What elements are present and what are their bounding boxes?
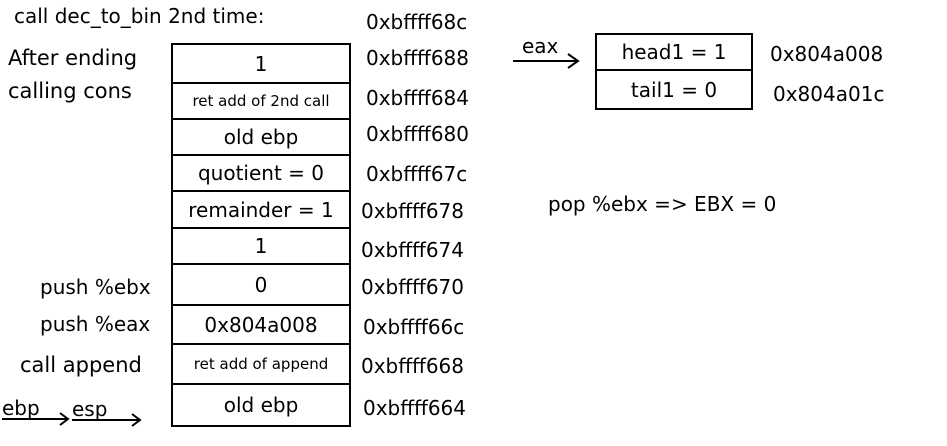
stack-address: 0xbffff684 <box>366 86 469 110</box>
push-ebx-label: push %ebx <box>40 275 151 299</box>
stack-address: 0xbffff670 <box>361 275 464 299</box>
ebp-pointer-label: ebp <box>2 396 40 420</box>
stack-address: 0xbffff674 <box>361 238 464 262</box>
list-node-head: head1 = 1 <box>595 33 753 71</box>
node-address: 0x804a008 <box>770 42 884 66</box>
eax-pointer-label: eax <box>522 34 559 58</box>
list-node-tail: tail1 = 0 <box>595 69 753 110</box>
stack-address: 0xbffff664 <box>363 396 466 420</box>
stack-address: 0xbffff67c <box>366 162 468 186</box>
stack-address: 0xbffff688 <box>366 46 469 70</box>
stack-address: 0xbffff668 <box>361 354 464 378</box>
esp-arrow-icon <box>72 413 142 427</box>
diagram-title: call dec_to_bin 2nd time: <box>14 4 265 28</box>
stack-cell: old ebp <box>171 383 351 427</box>
stack-address: 0xbffff678 <box>361 199 464 223</box>
calling-cons-label: calling cons <box>8 79 132 103</box>
call-append-label: call append <box>20 353 142 377</box>
esp-pointer-label: esp <box>72 397 108 421</box>
push-eax-label: push %eax <box>40 312 151 336</box>
node-address: 0x804a01c <box>773 82 885 106</box>
top-address: 0xbffff68c <box>366 10 468 34</box>
after-ending-label: After ending <box>8 46 138 70</box>
ebp-arrow-icon <box>2 412 70 426</box>
eax-arrow-icon <box>513 53 580 69</box>
stack-address: 0xbffff680 <box>366 122 469 146</box>
pop-ebx-note: pop %ebx => EBX = 0 <box>548 192 777 216</box>
stack-address: 0xbffff66c <box>363 315 465 339</box>
